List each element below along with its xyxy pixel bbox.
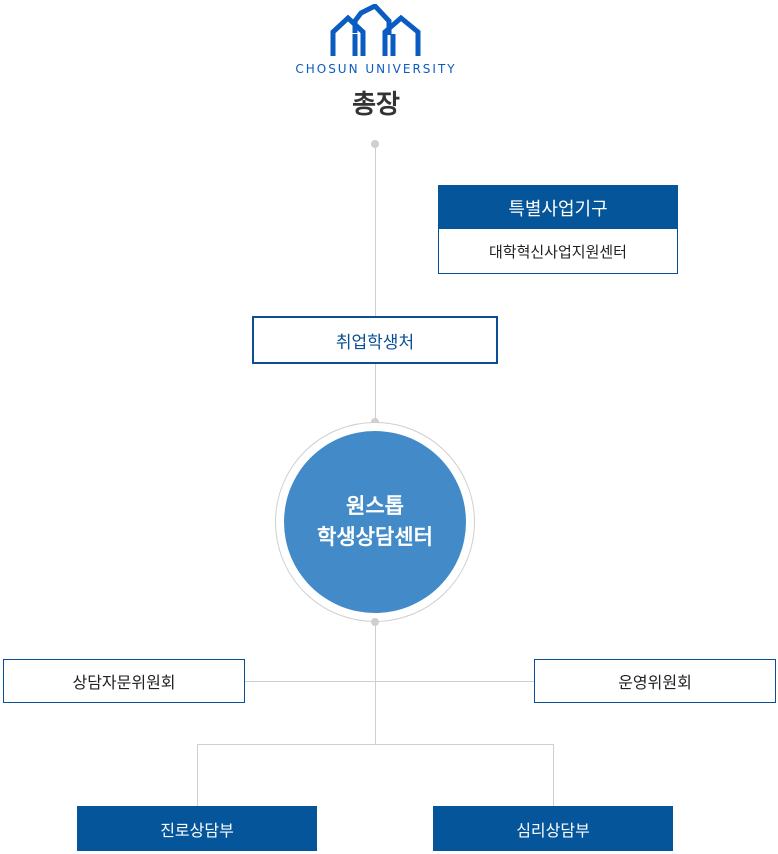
special-org-sub[interactable]: 대학혁신사업지원센터: [438, 229, 678, 274]
special-org-header[interactable]: 특별사업기구: [438, 185, 678, 230]
connector-line: [244, 681, 535, 682]
steering-committee-box[interactable]: 운영위원회: [534, 659, 776, 703]
president-title: 총장: [352, 90, 400, 120]
connector-line: [197, 744, 198, 806]
center-circle[interactable]: 원스톱 학생상담센터: [284, 431, 466, 613]
advisory-committee-box[interactable]: 상담자문위원회: [3, 659, 245, 703]
connector-dot: [371, 618, 379, 626]
center-line2: 학생상담센터: [317, 525, 433, 549]
center-line1: 원스톱: [346, 494, 404, 518]
psychological-counseling-box[interactable]: 심리상담부: [433, 806, 673, 851]
office-box[interactable]: 취업학생처: [252, 316, 498, 364]
building-logo-icon: [330, 2, 421, 56]
university-logo: [328, 2, 424, 58]
connector-line: [553, 744, 554, 806]
university-name: CHOSUN UNIVERSITY: [295, 62, 457, 76]
career-counseling-box[interactable]: 진로상담부: [77, 806, 317, 851]
connector-line: [197, 744, 554, 745]
